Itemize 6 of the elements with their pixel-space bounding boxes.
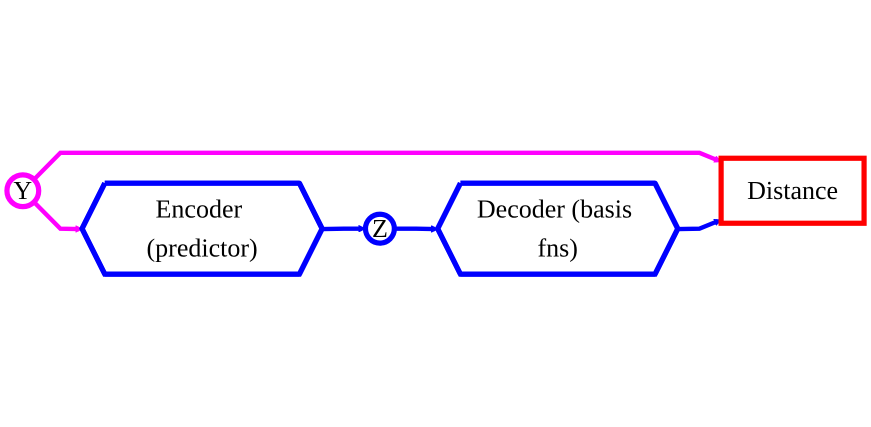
node-circle: Z <box>362 212 397 246</box>
arrow <box>678 218 722 232</box>
arrow <box>32 150 722 181</box>
node-box: Distance <box>718 156 867 226</box>
arrow <box>32 200 83 233</box>
node-circle: Y <box>4 172 42 210</box>
